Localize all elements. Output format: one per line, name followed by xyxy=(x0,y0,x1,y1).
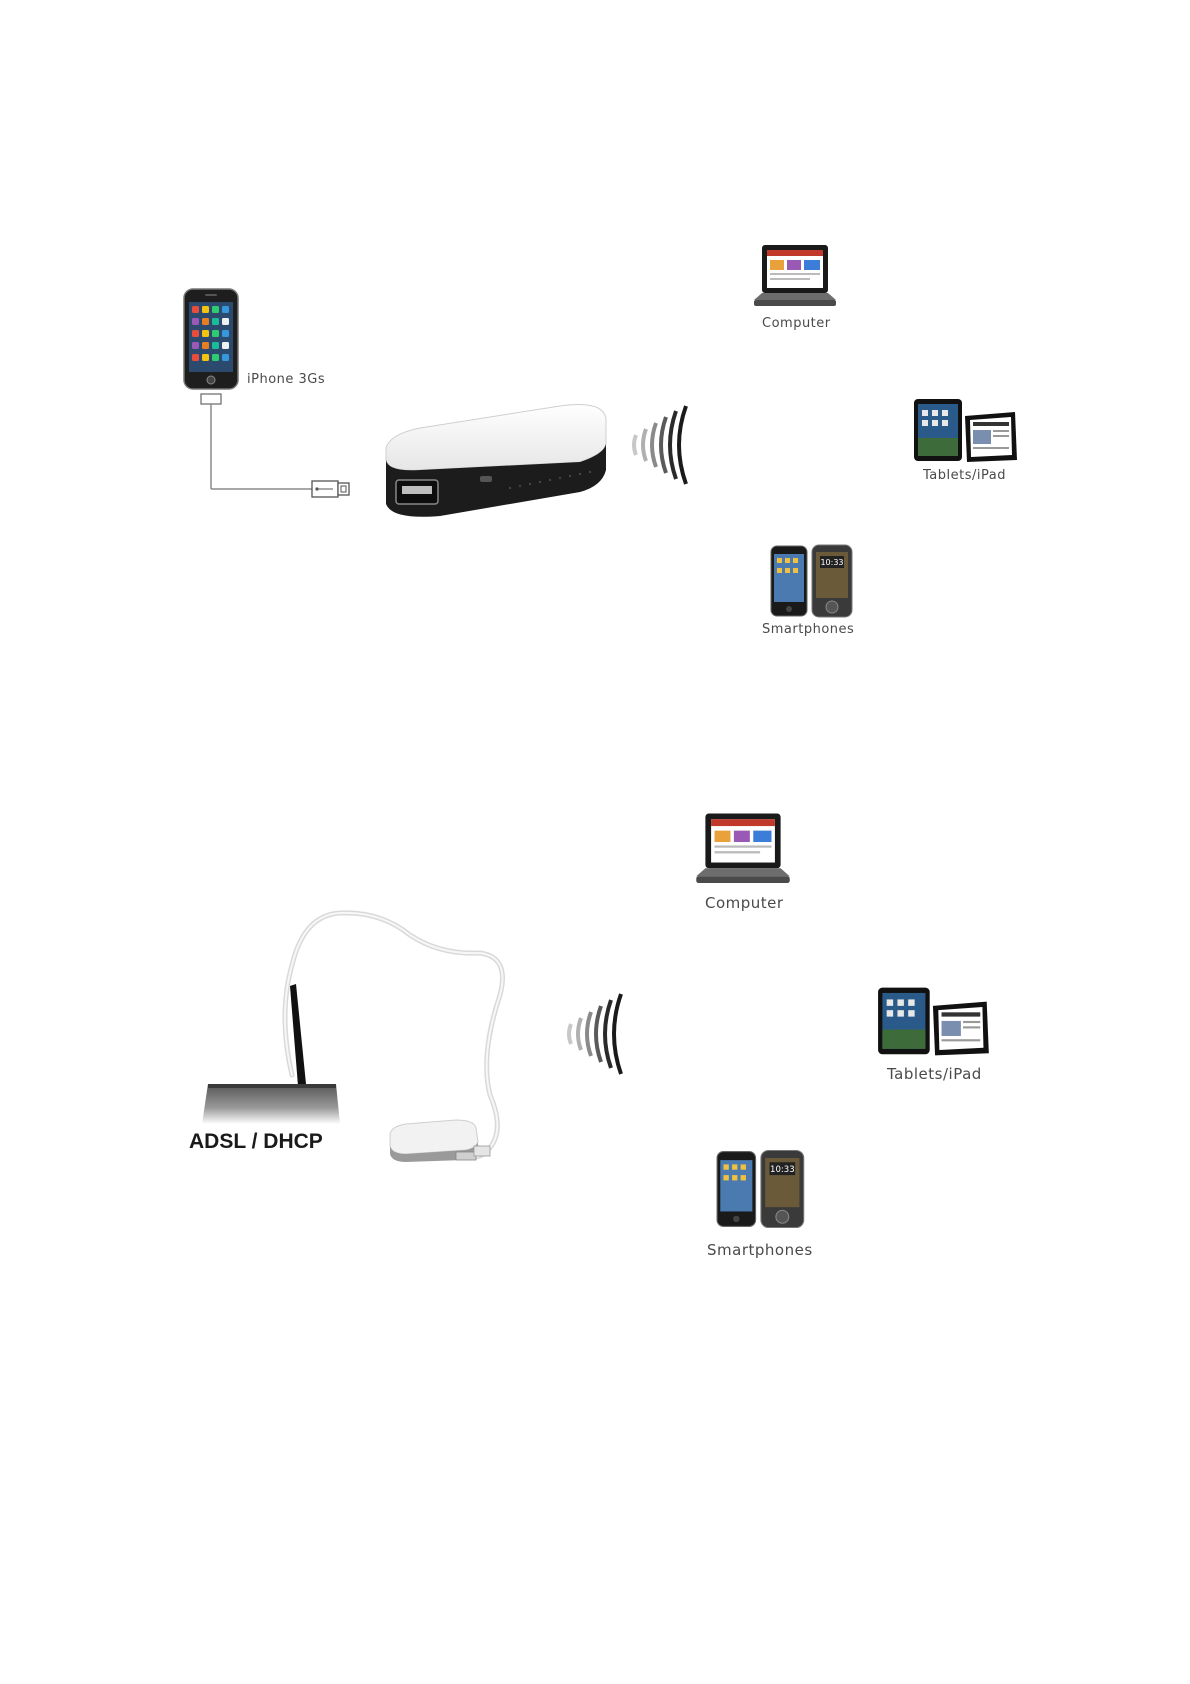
smartphone-icon: 10:33 xyxy=(716,1148,808,1230)
smartphone-icon xyxy=(183,288,239,390)
smartphone-icon: 10:33 xyxy=(770,544,856,618)
phone-clock-text: 10:33 xyxy=(770,1165,795,1175)
client-label-tablets: Tablets/iPad xyxy=(923,468,1006,483)
adsl-router-icon xyxy=(198,980,344,1140)
phone-clock-text: 10:33 xyxy=(820,558,843,567)
laptop-icon xyxy=(752,244,838,310)
source-label-iphone: iPhone 3Gs xyxy=(247,372,325,387)
wifi-waves-icon xyxy=(630,405,700,485)
usb-cable xyxy=(195,392,355,492)
client-label-computer: Computer xyxy=(762,316,831,331)
source-label-adsl: ADSL / DHCP xyxy=(189,1130,323,1154)
tablet-icon xyxy=(913,398,1019,464)
client-label-smartphones: Smartphones xyxy=(762,622,854,637)
client-label-smartphones: Smartphones xyxy=(707,1241,813,1259)
client-label-tablets: Tablets/iPad xyxy=(887,1065,982,1083)
tablet-icon xyxy=(877,986,991,1058)
laptop-icon xyxy=(694,812,792,888)
wifi-waves-icon xyxy=(565,992,635,1076)
travel-router-icon xyxy=(386,1118,496,1164)
usb-plug-icon xyxy=(311,480,351,498)
client-label-computer: Computer xyxy=(705,894,784,912)
travel-router-icon xyxy=(380,400,612,520)
